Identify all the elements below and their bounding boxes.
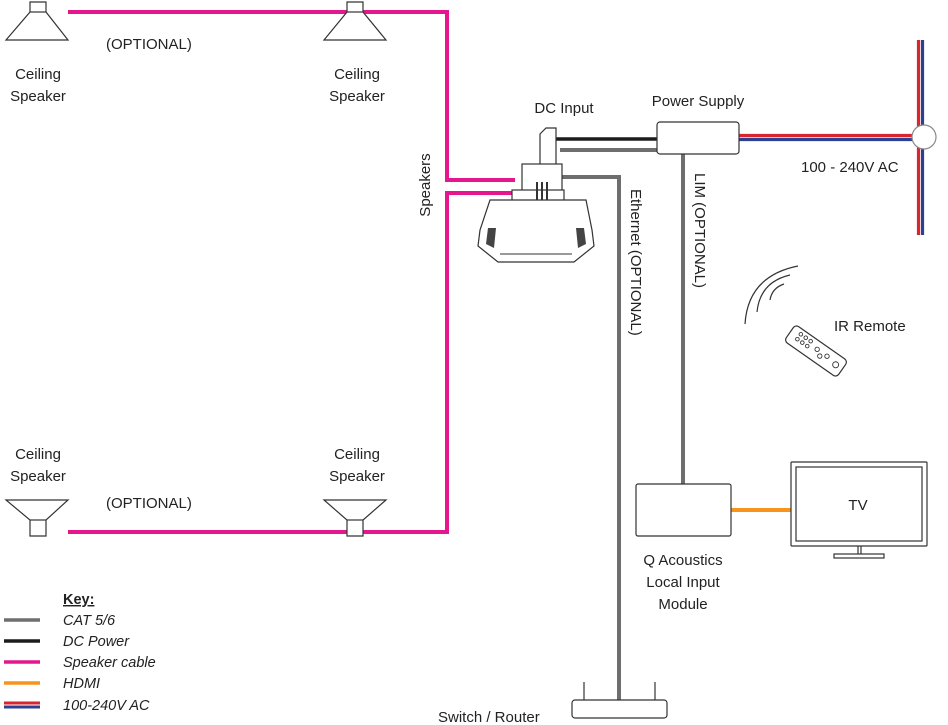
speaker-cable-bottom bbox=[68, 191, 515, 534]
key-label-dc: DC Power bbox=[63, 634, 130, 650]
speaker-icon bbox=[4, 499, 70, 537]
tv-stand bbox=[833, 553, 885, 559]
ac-junction bbox=[911, 124, 937, 150]
key-title: Key: bbox=[63, 592, 94, 608]
label-speakers: Speakers bbox=[417, 153, 434, 216]
ceiling-speaker-top-right bbox=[322, 1, 388, 41]
key-legend: Key: CAT 5/6 DC Power Speaker cable HDMI… bbox=[4, 592, 156, 714]
label-lim: LIM (OPTIONAL) bbox=[691, 173, 708, 288]
ir-signal-icon bbox=[744, 265, 799, 325]
label-dc-input: DC Input bbox=[534, 100, 594, 117]
ceiling-amplifier bbox=[477, 127, 595, 263]
key-label-ac: 100-240V AC bbox=[63, 698, 150, 714]
label-ceiling-speaker-bl-2: Speaker bbox=[10, 468, 66, 485]
speaker-cables bbox=[68, 10, 515, 534]
label-lim-module-2: Local Input bbox=[646, 574, 720, 591]
key-label-hdmi: HDMI bbox=[63, 676, 100, 692]
speaker-cable-top bbox=[68, 10, 515, 182]
amp-housing bbox=[477, 199, 595, 263]
ac-mains bbox=[739, 40, 937, 235]
label-ceiling-speaker-tl-2: Speaker bbox=[10, 88, 66, 105]
label-ceiling-speaker-tr-2: Speaker bbox=[329, 88, 385, 105]
tv-device bbox=[790, 461, 928, 559]
label-tv: TV bbox=[848, 497, 867, 514]
label-ac-voltage: 100 - 240V AC bbox=[801, 159, 899, 176]
label-power-supply: Power Supply bbox=[652, 93, 745, 110]
label-lim-module-3: Module bbox=[658, 596, 707, 613]
label-lim-module-1: Q Acoustics bbox=[643, 552, 722, 569]
label-ceiling-speaker-br-2: Speaker bbox=[329, 468, 385, 485]
ethernet-cable bbox=[560, 175, 621, 700]
tv-bezel-inner bbox=[795, 466, 923, 542]
ceiling-speaker-bottom-left bbox=[4, 499, 70, 537]
router-box bbox=[571, 699, 668, 719]
amp-clip-icon bbox=[486, 228, 586, 248]
label-optional-top: (OPTIONAL) bbox=[106, 36, 192, 53]
label-optional-bottom: (OPTIONAL) bbox=[106, 495, 192, 512]
key-label-speaker: Speaker cable bbox=[63, 655, 156, 671]
amp-vent-icon bbox=[536, 182, 548, 202]
switch-router-device bbox=[571, 682, 668, 719]
label-ir-remote: IR Remote bbox=[834, 318, 906, 335]
ir-remote-icon bbox=[744, 265, 847, 377]
label-ceiling-speaker-tl-1: Ceiling bbox=[15, 66, 61, 83]
ceiling-speaker-bottom-right bbox=[322, 499, 388, 537]
ceiling-speaker-top-left bbox=[4, 1, 70, 41]
label-ceiling-speaker-bl-1: Ceiling bbox=[15, 446, 61, 463]
power-supply-box bbox=[656, 121, 740, 155]
speaker-icon bbox=[4, 1, 70, 41]
label-ceiling-speaker-tr-1: Ceiling bbox=[334, 66, 380, 83]
lim-module-box bbox=[635, 483, 732, 537]
key-label-cat: CAT 5/6 bbox=[63, 613, 116, 629]
label-switch-router: Switch / Router bbox=[438, 709, 540, 725]
label-ethernet: Ethernet (OPTIONAL) bbox=[627, 189, 644, 336]
speaker-icon bbox=[322, 1, 388, 41]
label-ceiling-speaker-br-1: Ceiling bbox=[334, 446, 380, 463]
